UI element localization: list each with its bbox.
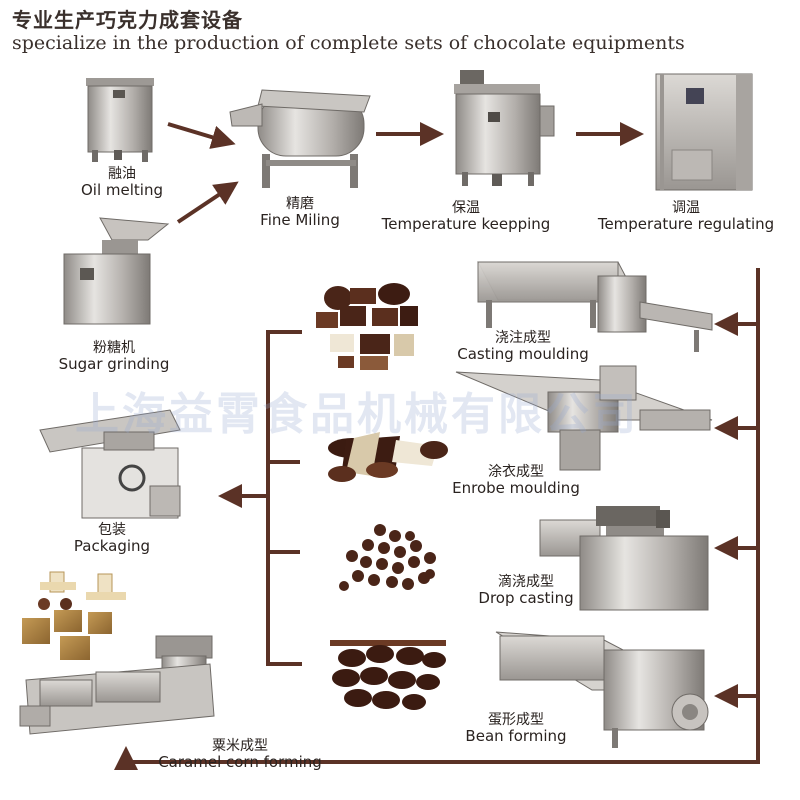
sugar-grinding-machine bbox=[63, 217, 170, 325]
casting-products-image bbox=[316, 283, 418, 370]
label-sugar-grinding: 粉糖机 Sugar grinding bbox=[44, 340, 184, 373]
temperature-regulating-machine bbox=[655, 73, 753, 191]
bean-forming-machine bbox=[495, 631, 709, 748]
label-drop-casting: 滴浇成型 Drop casting bbox=[456, 574, 596, 607]
label-temperature-regulating-cn: 调温 bbox=[672, 200, 700, 216]
label-casting-moulding-cn: 浇注成型 bbox=[495, 330, 551, 346]
label-enrobe-moulding: 涂衣成型 Enrobe moulding bbox=[436, 464, 596, 497]
arrow-oil-to-mill bbox=[167, 122, 236, 149]
label-drop-casting-cn: 滴浇成型 bbox=[498, 574, 554, 590]
flow-arrows bbox=[114, 122, 760, 770]
label-oil-melting-en: Oil melting bbox=[81, 181, 163, 200]
casting-moulding-machine bbox=[477, 261, 713, 352]
packaging-machine bbox=[39, 409, 181, 519]
fine-milling-machine bbox=[229, 89, 371, 188]
caramel-corn-forming-machine bbox=[19, 635, 215, 735]
label-enrobe-moulding-cn: 涂衣成型 bbox=[488, 464, 544, 480]
label-bean-forming-cn: 蛋形成型 bbox=[488, 712, 544, 728]
label-fine-milling: 精磨 Fine Miling bbox=[240, 196, 360, 229]
bean-products-image bbox=[330, 640, 446, 710]
enrobe-products-image bbox=[328, 432, 448, 482]
label-packaging-en: Packaging bbox=[73, 537, 151, 556]
label-casting-moulding: 浇注成型 Casting moulding bbox=[438, 330, 608, 363]
label-temperature-keeping-en: Temperature keepping bbox=[381, 215, 551, 234]
label-fine-milling-cn: 精磨 bbox=[286, 196, 314, 212]
label-sugar-grinding-cn: 粉糖机 bbox=[93, 340, 135, 356]
label-temperature-keeping-cn: 保温 bbox=[452, 200, 480, 216]
drop-casting-machine bbox=[539, 506, 709, 611]
title-chinese: 专业生产巧克力成套设备 bbox=[12, 8, 243, 32]
label-temperature-keeping: 保温 Temperature keepping bbox=[366, 200, 566, 233]
caramel-corn-products-image bbox=[22, 571, 126, 660]
temperature-keeping-machine bbox=[454, 70, 555, 186]
label-drop-casting-en: Drop casting bbox=[478, 589, 574, 608]
label-bean-forming: 蛋形成型 Bean forming bbox=[448, 712, 584, 745]
label-oil-melting: 融油 Oil melting bbox=[62, 166, 182, 199]
label-caramel-corn-forming: 粟米成型 Caramel corn forming bbox=[140, 738, 340, 771]
label-temperature-regulating: 调温 Temperature regulating bbox=[584, 200, 788, 233]
label-enrobe-moulding-en: Enrobe moulding bbox=[452, 479, 580, 498]
label-bean-forming-en: Bean forming bbox=[465, 727, 567, 746]
enrobe-moulding-machine bbox=[455, 365, 713, 471]
title-english: specialize in the production of complete… bbox=[12, 32, 685, 54]
label-packaging-cn: 包装 bbox=[98, 522, 126, 538]
label-oil-melting-cn: 融油 bbox=[108, 166, 136, 182]
oil-melting-machine bbox=[86, 78, 154, 162]
label-sugar-grinding-en: Sugar grinding bbox=[58, 355, 170, 374]
label-caramel-corn-forming-en: Caramel corn forming bbox=[158, 753, 322, 772]
label-casting-moulding-en: Casting moulding bbox=[457, 345, 589, 364]
company-watermark: 上海益霄食品机械有限公司 bbox=[75, 389, 639, 440]
label-fine-milling-en: Fine Miling bbox=[260, 211, 340, 230]
label-caramel-corn-forming-cn: 粟米成型 bbox=[212, 738, 268, 754]
arrow-sugar-to-mill bbox=[176, 181, 239, 224]
label-temperature-regulating-en: Temperature regulating bbox=[597, 215, 775, 234]
drop-products-image bbox=[339, 524, 436, 591]
label-packaging: 包装 Packaging bbox=[52, 522, 172, 555]
